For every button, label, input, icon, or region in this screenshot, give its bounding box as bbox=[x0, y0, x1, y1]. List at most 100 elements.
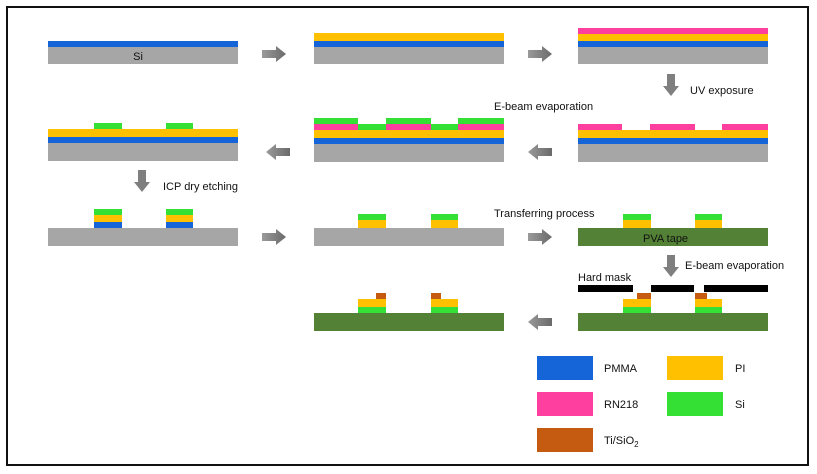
legend-item-si: Si bbox=[667, 392, 745, 416]
ebeam-evaporation-2-label: E-beam evaporation bbox=[685, 260, 784, 272]
arrow-left-3-icon bbox=[528, 314, 552, 330]
ebeam-evaporation-1-label: E-beam evaporation bbox=[494, 101, 593, 113]
pi-pillar bbox=[623, 220, 651, 228]
arrow-right-4-icon bbox=[528, 229, 552, 245]
hard-mask-segment bbox=[578, 285, 633, 292]
si-on-pi bbox=[358, 124, 386, 130]
arrow-right-2-icon bbox=[528, 46, 552, 62]
step-3-rn218-coating bbox=[578, 28, 768, 64]
rn218-pattern bbox=[458, 124, 504, 130]
si-pillar bbox=[166, 209, 193, 215]
legend-item-pmma: PMMA bbox=[537, 356, 638, 380]
legend-item-ti-sio2: Ti/SiO2 bbox=[537, 428, 639, 452]
uv-exposure-label: UV exposure bbox=[690, 85, 754, 97]
rn218-pattern bbox=[722, 124, 768, 130]
si-substrate bbox=[314, 47, 504, 64]
pi-pillar bbox=[166, 215, 193, 222]
pi-pillar bbox=[623, 299, 651, 307]
pi-pillar bbox=[94, 215, 122, 222]
pi-layer bbox=[578, 130, 768, 138]
pi-layer bbox=[314, 130, 504, 138]
step-1-pmma-on-si: Si bbox=[48, 41, 238, 64]
arrow-down-3-icon bbox=[663, 255, 679, 277]
ti-sio2-pad bbox=[637, 293, 651, 299]
hard-mask-segment bbox=[704, 285, 768, 292]
si-on-rn218 bbox=[386, 118, 431, 124]
si-pillar bbox=[623, 307, 651, 313]
si-on-rn218 bbox=[314, 118, 358, 124]
hard-mask-label: Hard mask bbox=[578, 272, 632, 284]
legend-label-rn218: RN218 bbox=[604, 399, 638, 411]
pmma-layer bbox=[578, 138, 768, 144]
pmma-layer bbox=[314, 138, 504, 144]
arrow-left-1-icon bbox=[528, 144, 552, 160]
step-9-pva-transfer: PVA tape bbox=[578, 214, 768, 246]
si-pillar bbox=[695, 214, 722, 220]
step-11-final-device bbox=[314, 293, 504, 331]
si-pillar bbox=[431, 214, 458, 220]
arrow-left-2-icon bbox=[266, 144, 290, 160]
legend-label-ti-sio2: Ti/SiO2 bbox=[604, 435, 639, 449]
pi-layer bbox=[48, 129, 238, 137]
si-substrate-label: Si bbox=[133, 51, 143, 63]
pi-pillar bbox=[695, 299, 722, 307]
si-substrate bbox=[578, 47, 768, 64]
step-7-icp-etched bbox=[48, 209, 238, 246]
si-on-rn218 bbox=[458, 118, 504, 124]
si-pillar bbox=[695, 307, 722, 313]
pi-pillar bbox=[358, 299, 386, 307]
si-pillar bbox=[431, 307, 458, 313]
pi-pillar bbox=[431, 220, 458, 228]
pmma-pillar bbox=[166, 222, 193, 228]
si-pattern bbox=[166, 123, 193, 129]
si-pillar bbox=[358, 214, 386, 220]
si-pillar bbox=[358, 307, 386, 313]
rn218-pattern bbox=[386, 124, 431, 130]
arrow-down-1-icon bbox=[663, 74, 679, 96]
step-6-lift-off bbox=[48, 123, 238, 161]
pmma-layer bbox=[48, 137, 238, 143]
step-2-pi-coating bbox=[314, 33, 504, 64]
si-substrate bbox=[48, 228, 238, 246]
arrow-right-3-icon bbox=[262, 229, 286, 245]
legend: PMMA PI RN218 Si Ti/SiO2 bbox=[537, 356, 745, 452]
legend-swatch-ti-sio2 bbox=[537, 428, 593, 452]
pi-layer bbox=[578, 34, 768, 41]
pi-pillar bbox=[358, 220, 386, 228]
step-10-hard-mask-deposition bbox=[578, 285, 768, 331]
si-substrate bbox=[48, 143, 238, 161]
legend-item-rn218: RN218 bbox=[537, 392, 638, 416]
si-on-pi bbox=[431, 124, 458, 130]
legend-label-pmma: PMMA bbox=[604, 363, 638, 375]
legend-swatch-si bbox=[667, 392, 723, 416]
pi-pillar bbox=[431, 299, 458, 307]
pmma-layer bbox=[314, 41, 504, 47]
arrow-down-2-icon bbox=[134, 170, 150, 192]
step-8-pmma-removed bbox=[314, 214, 504, 246]
si-pillar bbox=[623, 214, 651, 220]
si-pattern bbox=[94, 123, 122, 129]
pva-tape-label: PVA tape bbox=[643, 233, 688, 245]
rn218-pattern bbox=[650, 124, 695, 130]
arrow-right-1-icon bbox=[262, 46, 286, 62]
pva-tape bbox=[578, 228, 768, 246]
ti-sio2-pad bbox=[695, 293, 707, 299]
ti-sio2-pad bbox=[431, 293, 441, 299]
rn218-pattern bbox=[314, 124, 358, 130]
hard-mask-segment bbox=[651, 285, 694, 292]
si-substrate bbox=[314, 228, 504, 246]
pmma-layer bbox=[578, 41, 768, 47]
rn218-layer bbox=[578, 28, 768, 34]
legend-label-si: Si bbox=[735, 399, 745, 411]
pi-layer bbox=[314, 33, 504, 41]
pi-pillar bbox=[695, 220, 722, 228]
legend-swatch-pi bbox=[667, 356, 723, 380]
si-substrate bbox=[48, 47, 238, 64]
legend-swatch-rn218 bbox=[537, 392, 593, 416]
legend-swatch-pmma bbox=[537, 356, 593, 380]
transferring-process-label: Transferring process bbox=[494, 208, 595, 220]
pmma-pillar bbox=[94, 222, 122, 228]
legend-label-pi: PI bbox=[735, 363, 745, 375]
icp-dry-etching-label: ICP dry etching bbox=[163, 181, 238, 193]
